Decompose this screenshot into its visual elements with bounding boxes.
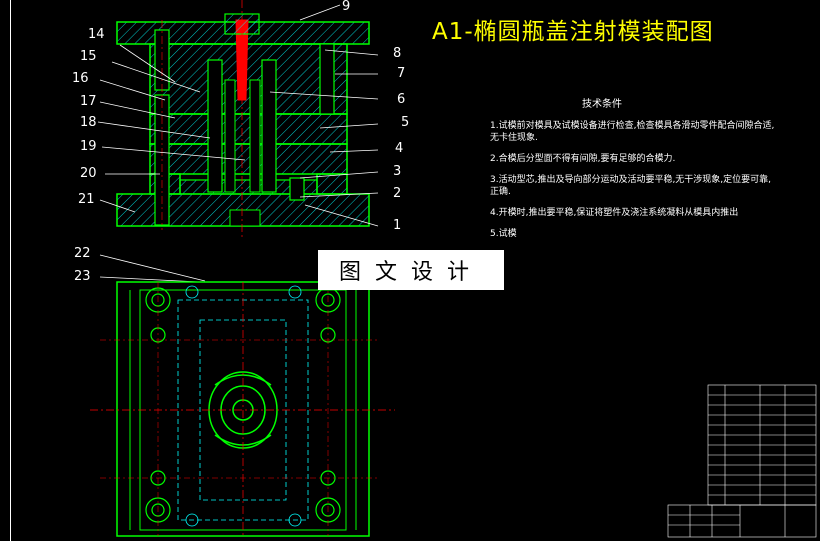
fixed-plate (149, 43, 348, 115)
watermark-banner: 图文设计 (318, 250, 504, 290)
note-4: 4.开模时,推出要平稳,保证将塑件及浇注系统凝料从模具内推出 (490, 208, 739, 218)
plan-view (90, 281, 395, 537)
drawing-frame (10, 0, 820, 541)
callout-20: 20 (80, 166, 97, 181)
tech-notes: 1.试模前对模具及试模设备进行检查,检查模具各滑动零件配合间隙合适,无卡住现象.… (490, 120, 780, 249)
callout-14: 14 (88, 27, 105, 42)
callout-15: 15 (80, 49, 97, 64)
support-plate (149, 143, 348, 175)
callout-9: 9 (342, 0, 351, 14)
callout-19: 19 (80, 139, 97, 154)
small-holes (185, 285, 302, 527)
callout-21: 21 (78, 192, 95, 207)
note-2: 2.合模后分型面不得有间隙,要有足够的合模力. (490, 154, 676, 164)
title-block (667, 384, 817, 538)
core-right (261, 59, 277, 193)
leader-lines (97, 4, 379, 283)
ejector-hole (229, 209, 261, 227)
note-1: 1.试模前对模具及试模设备进行检查,检查模具各滑动零件配合间隙合适,无卡住现象. (490, 121, 775, 143)
callout-17: 17 (80, 94, 97, 109)
callout-8: 8 (393, 46, 402, 61)
core-left (207, 59, 223, 193)
bolt-right (289, 177, 305, 201)
callout-16: 16 (72, 71, 89, 86)
note-3: 3.活动型芯,推出及导向部分运动及活动要平稳,无干涉现象,定位要可靠,正确. (490, 175, 772, 197)
tech-conditions-title: 技术条件 (582, 99, 622, 110)
drawing-title: A1-椭圆瓶盖注射模装配图 (432, 19, 714, 45)
callout-18: 18 (80, 115, 97, 130)
section-view (116, 0, 370, 240)
core-inner-right (249, 79, 261, 193)
guide-pin-right (319, 43, 335, 115)
callout-7: 7 (397, 66, 406, 81)
moving-plate (149, 113, 348, 145)
callout-3: 3 (393, 164, 402, 179)
core-inner-left (224, 79, 236, 193)
callout-23: 23 (74, 269, 91, 284)
callout-4: 4 (395, 141, 404, 156)
callout-2: 2 (393, 186, 402, 201)
callout-1: 1 (393, 218, 402, 233)
callout-6: 6 (397, 92, 406, 107)
callout-5: 5 (401, 115, 410, 130)
callout-22: 22 (74, 246, 91, 261)
note-5: 5.试模 (490, 229, 517, 239)
